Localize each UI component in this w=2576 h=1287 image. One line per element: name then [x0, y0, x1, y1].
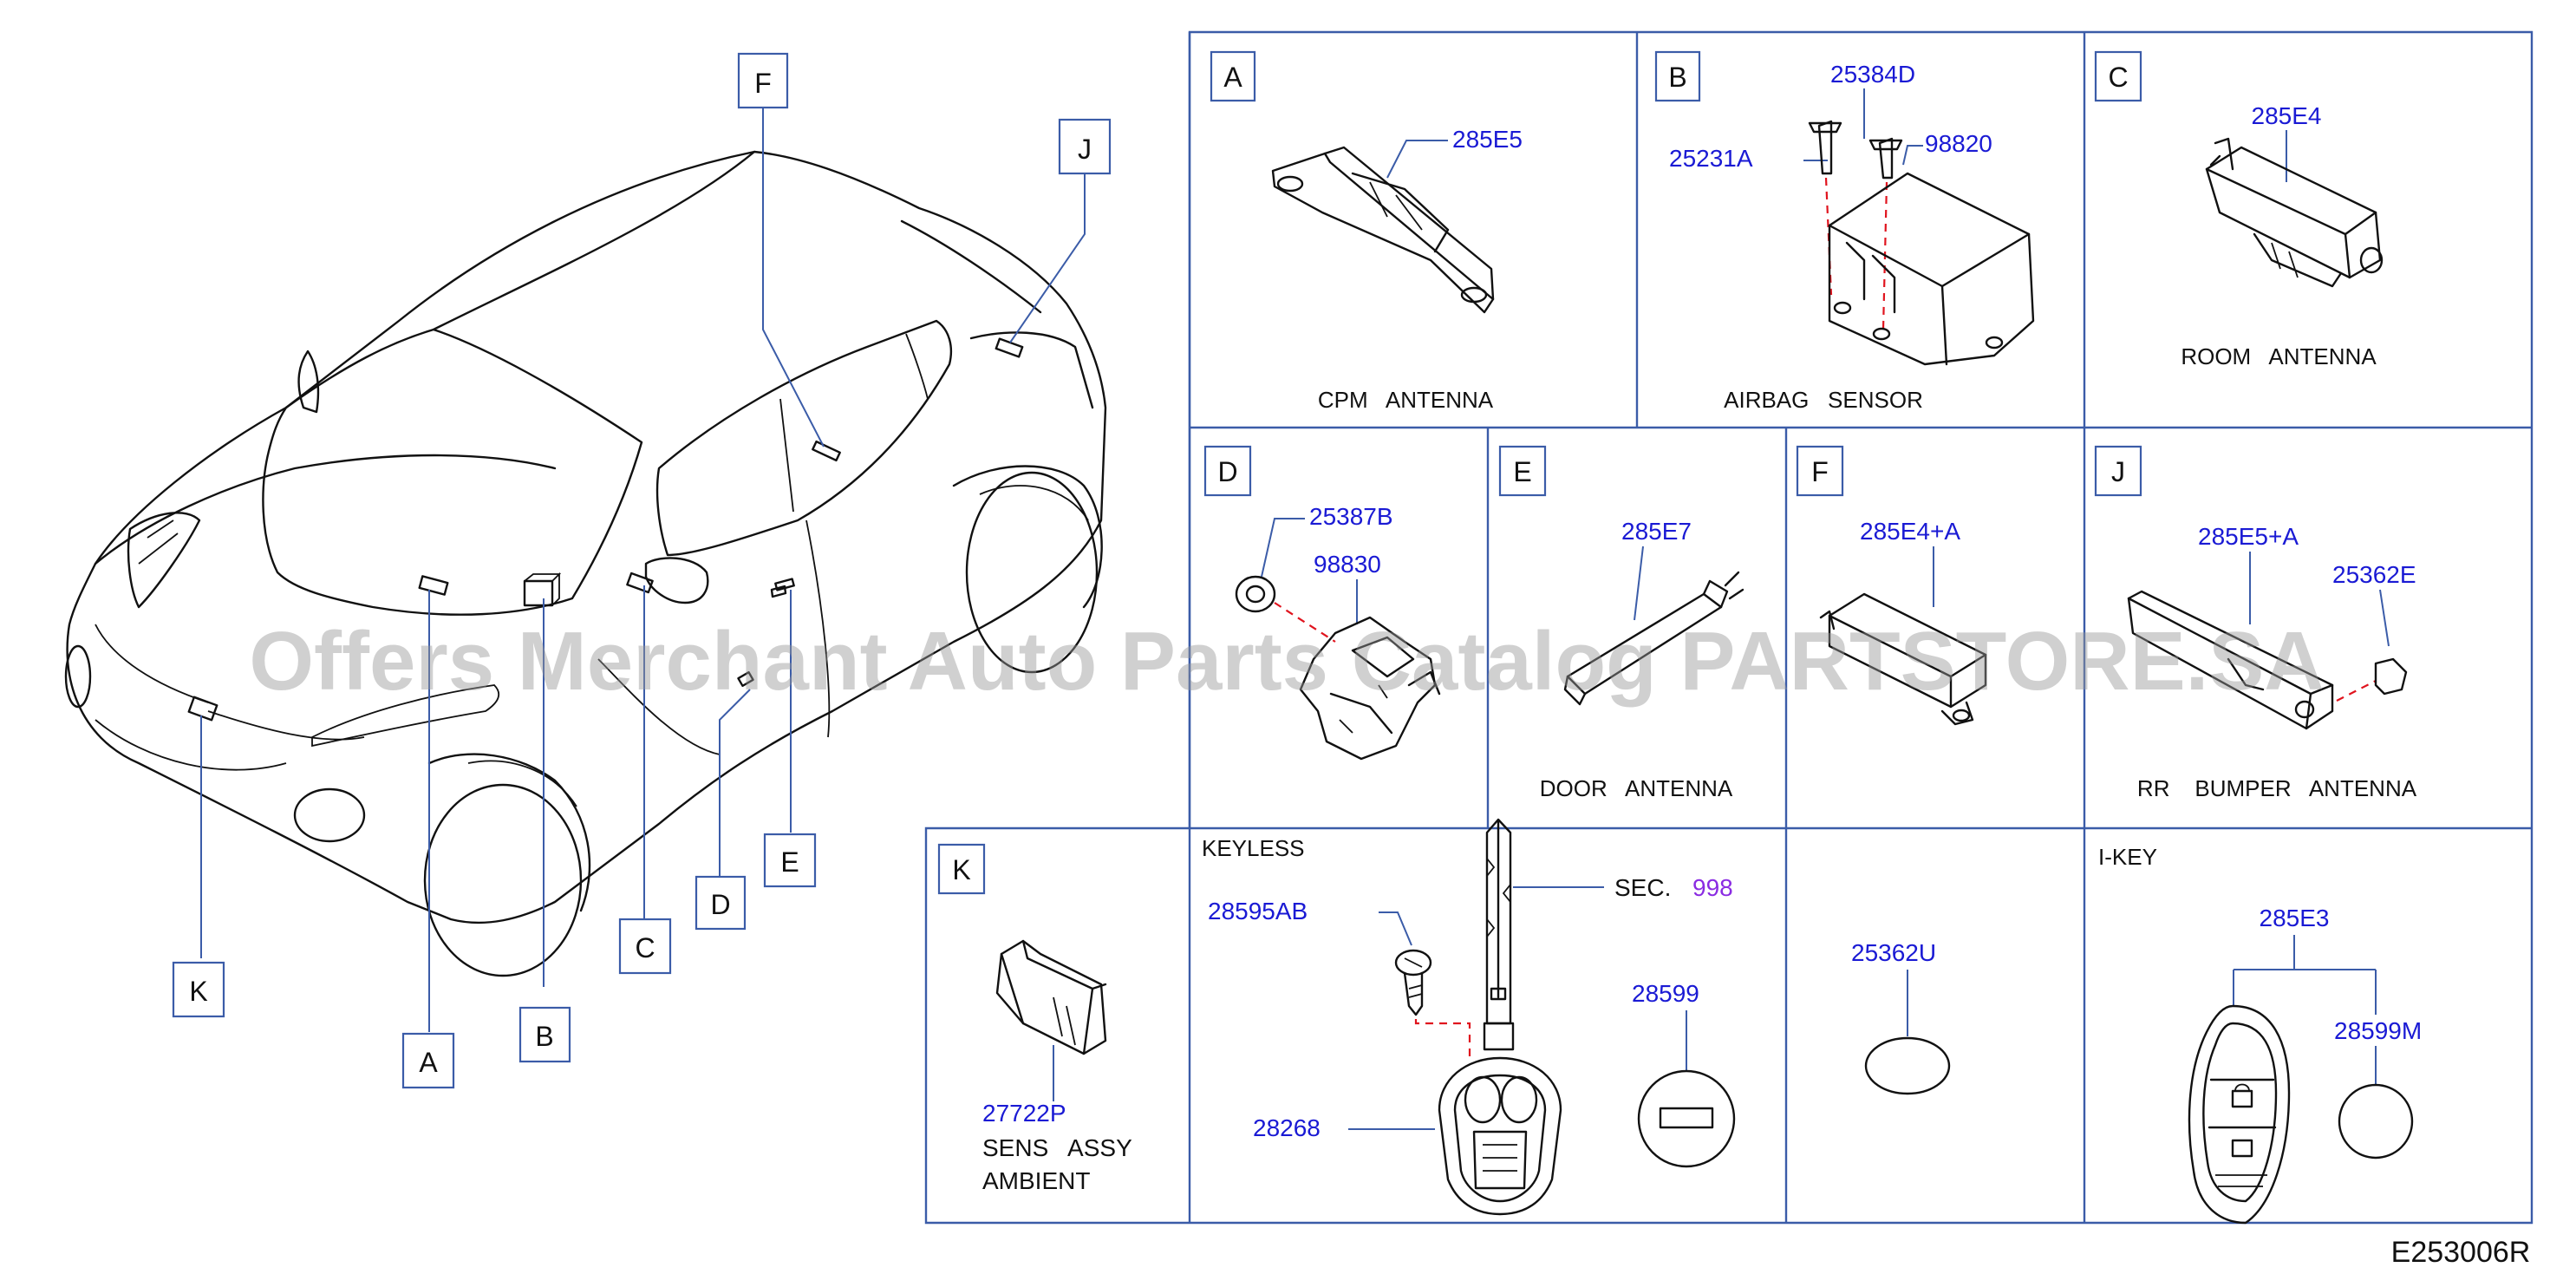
part-number-28599: 28599 — [1632, 980, 1699, 1007]
part-number-285E5+A: 285E5+A — [2198, 523, 2299, 550]
svg-text:C: C — [635, 932, 655, 964]
svg-text:A: A — [419, 1047, 438, 1078]
key-blade-part — [1483, 818, 1515, 1051]
svg-text:J: J — [2111, 456, 2125, 487]
airbag-sensor-part — [1808, 120, 2035, 366]
svg-text:C: C — [2108, 62, 2128, 93]
rr-bumper-antenna-part — [2127, 590, 2408, 730]
panel-a: A 285E5 CPM ANTENNA — [1210, 50, 1523, 413]
coin-battery-part — [2338, 1083, 2414, 1160]
panel-k-letter-box — [937, 843, 986, 895]
cpm-antenna-part — [1271, 146, 1495, 314]
panel-e: E 285E7 DOOR ANTENNA — [1498, 445, 1745, 801]
cpm-antenna-title: CPM ANTENNA — [1318, 387, 1494, 413]
callout-boxes: F J E D C K B A — [172, 52, 1112, 1089]
part-number-28599M: 28599M — [2334, 1017, 2422, 1044]
panel-c: C 285E4 ROOM ANTENNA — [2094, 50, 2384, 369]
screw-part — [1394, 949, 1432, 1016]
svg-text:K: K — [189, 976, 207, 1007]
door-lock-assy-part — [1235, 575, 1441, 761]
rr-bumper-antenna-title: RR BUMPER ANTENNA — [2137, 775, 2417, 801]
part-number-25362U: 25362U — [1851, 939, 1936, 966]
ikey-heading: I-KEY — [2098, 844, 2157, 870]
room-antenna-title: ROOM ANTENNA — [2181, 343, 2377, 369]
intelligent-key-part — [2188, 1004, 2291, 1225]
section-ref-number: 998 — [1692, 874, 1733, 901]
part-number-98830: 98830 — [1314, 551, 1381, 578]
part-number-285E3: 285E3 — [2260, 905, 2330, 931]
callout-A: A — [401, 1032, 455, 1089]
panel-j-letter-box — [2094, 445, 2142, 497]
key-fob-part — [1438, 1056, 1562, 1216]
svg-text:F: F — [754, 68, 772, 99]
sens-assy-title-line1: SENS ASSY — [982, 1134, 1132, 1161]
panel-f: F 285E4+A — [1796, 445, 1987, 726]
panel-e-letter-box — [1498, 445, 1547, 497]
part-number-28268: 28268 — [1253, 1114, 1321, 1141]
svg-text:K: K — [952, 854, 970, 885]
keyless-heading: KEYLESS — [1202, 835, 1305, 861]
callout-K: K — [172, 961, 225, 1018]
part-number-285E4+A: 285E4+A — [1860, 518, 1960, 545]
svg-text:F: F — [1811, 456, 1829, 487]
panel-b-letter-box — [1654, 50, 1701, 102]
ambient-sensor-part — [995, 939, 1107, 1055]
parts-grid — [924, 30, 2534, 1225]
part-number-25384D: 25384D — [1830, 61, 1915, 88]
part-number-28595AB: 28595AB — [1208, 898, 1308, 924]
vehicle-illustration — [64, 150, 1107, 977]
watermark: Offers Merchant Auto Parts Catalog PARTS… — [249, 615, 2324, 708]
part-number-25231A: 25231A — [1669, 145, 1753, 172]
door-antenna-part — [1563, 571, 1745, 706]
svg-text:J: J — [1078, 134, 1092, 165]
sens-assy-title-line2: AMBIENT — [982, 1167, 1090, 1194]
door-antenna-title: DOOR ANTENNA — [1540, 775, 1733, 801]
svg-text:B: B — [1668, 62, 1686, 93]
svg-text:D: D — [710, 889, 730, 920]
callout-J: J — [1058, 118, 1112, 175]
panel-keyless: KEYLESS 28595AB SEC. 998 28599 28268 — [1202, 818, 1736, 1216]
svg-text:E: E — [780, 846, 799, 878]
part-number-25362E: 25362E — [2332, 561, 2416, 588]
f-antenna-part — [1819, 592, 1987, 726]
panel-d-letter-box — [1203, 445, 1252, 497]
panel-d: D 25387B 98830 — [1203, 445, 1441, 761]
part-number-27722P: 27722P — [982, 1100, 1066, 1127]
badge-part — [1864, 1036, 1951, 1095]
airbag-sensor-title: AIRBAG SENSOR — [1724, 387, 1923, 413]
svg-text:B: B — [535, 1021, 553, 1052]
part-number-285E4: 285E4 — [2252, 102, 2322, 129]
room-antenna-part — [2205, 137, 2384, 288]
svg-text:A: A — [1223, 62, 1242, 93]
svg-text:E: E — [1513, 456, 1531, 487]
panel-a-letter-box — [1210, 50, 1256, 102]
panel-c-letter-box — [2094, 50, 2142, 102]
panel-f-letter-box — [1796, 445, 1844, 497]
panel-b: B 25384D 25231A 98820 AIRBAG SENSOR — [1654, 50, 2035, 413]
section-ref-label: SEC. — [1614, 874, 1671, 901]
diagram-code: E253006R — [2391, 1236, 2531, 1269]
panel-j: J 285E5+A 25362E RR BUMPER ANTENNA — [2094, 445, 2417, 801]
panel-ikey: I-KEY 285E3 28599M — [2098, 844, 2422, 1225]
callout-F: F — [737, 52, 789, 109]
callout-leaders — [200, 108, 1086, 1032]
callout-E: E — [763, 833, 817, 888]
part-number-285E7: 285E7 — [1621, 518, 1692, 545]
callout-C: C — [618, 918, 672, 975]
panel-25362u: 25362U — [1851, 939, 1951, 1095]
panel-k: K 27722P SENS ASSY AMBIENT — [937, 843, 1132, 1194]
part-number-25387B: 25387B — [1309, 503, 1393, 530]
part-number-98820: 98820 — [1925, 130, 1992, 157]
svg-text:D: D — [1217, 456, 1237, 487]
battery-part — [1637, 1069, 1736, 1168]
part-number-285E5: 285E5 — [1452, 126, 1523, 153]
callout-D: D — [695, 875, 747, 931]
callout-B: B — [518, 1006, 571, 1063]
